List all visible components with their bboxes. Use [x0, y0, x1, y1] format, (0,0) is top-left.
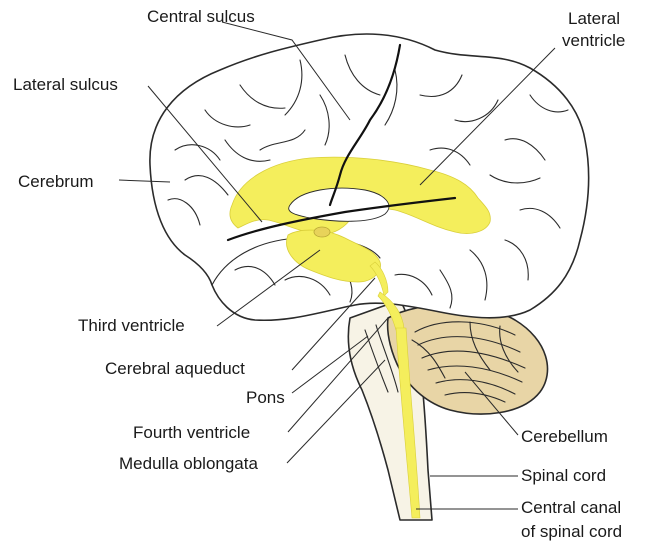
label-central-canal-line1: Central canal [521, 498, 621, 517]
label-pons: Pons [246, 388, 285, 407]
label-medulla-oblongata: Medulla oblongata [119, 454, 258, 473]
label-lateral-sulcus: Lateral sulcus [13, 75, 118, 94]
label-cerebral-aqueduct: Cerebral aqueduct [105, 359, 245, 378]
label-spinal-cord: Spinal cord [521, 466, 606, 485]
label-central-canal-line2: of spinal cord [521, 522, 622, 541]
label-lateral-ventricle-line1: Lateral [568, 9, 620, 28]
label-lateral-ventricle-line2: ventricle [562, 31, 625, 50]
label-cerebrum: Cerebrum [18, 172, 94, 191]
label-fourth-ventricle: Fourth ventricle [133, 423, 250, 442]
label-third-ventricle: Third ventricle [78, 316, 185, 335]
label-central-sulcus: Central sulcus [147, 7, 255, 26]
label-cerebellum: Cerebellum [521, 427, 608, 446]
